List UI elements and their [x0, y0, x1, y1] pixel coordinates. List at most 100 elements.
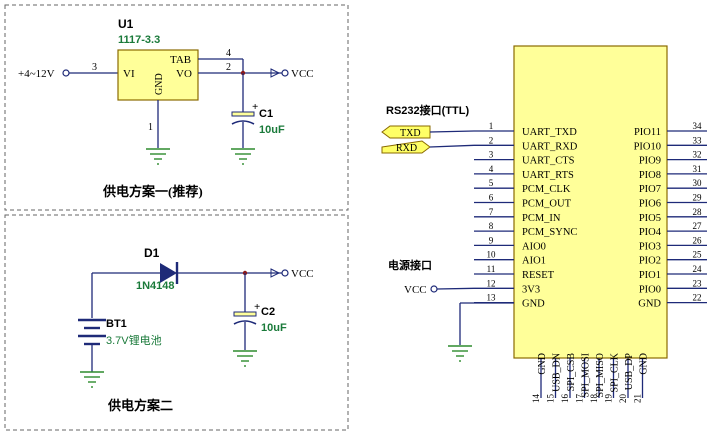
- bottom-pin-number: 15: [546, 394, 556, 404]
- left-pin-name: AIO0: [522, 241, 546, 252]
- left-pin-column: 1UART_TXD2UART_RXD3UART_CTS4UART_RTS5PCM…: [429, 121, 578, 310]
- right-pin-number: 23: [693, 278, 703, 288]
- ground-symbol-4: [233, 350, 257, 367]
- right-pin-name: PIO2: [639, 256, 661, 267]
- scheme2-title: 供电方案二: [107, 398, 173, 413]
- right-pin-name: PIO11: [634, 127, 661, 138]
- u1-ref: U1: [118, 17, 134, 31]
- right-pin-name: PIO7: [639, 184, 661, 195]
- c1-plate-top: [231, 111, 255, 117]
- wire-rxd: [429, 144, 475, 148]
- vcc-terminal-3: [430, 285, 438, 293]
- bottom-pin-number: 20: [618, 394, 628, 404]
- right-pin-number: 27: [693, 221, 703, 231]
- u1-pin-vo: VO: [176, 68, 192, 80]
- wire-txd: [429, 130, 475, 133]
- vcc-terminal-1: [281, 69, 289, 77]
- left-pin-number: 3: [489, 150, 494, 160]
- right-pin-column: 34PIO1133PIO1032PIO931PIO830PIO729PIO628…: [634, 121, 707, 310]
- left-pin-name: UART_CTS: [522, 156, 575, 167]
- u1-pin-vi: VI: [123, 68, 135, 80]
- bottom-pin-number: 18: [589, 394, 599, 404]
- left-pin-name: UART_RXD: [522, 141, 578, 152]
- scheme2-frame: [4, 214, 349, 431]
- module-group: RS232接口(TTL) TXD RXD 电源接口 VCC 1UART_TXD2…: [381, 45, 707, 403]
- bottom-pin-name: SPI_CLK: [610, 352, 621, 392]
- c1-value: 10uF: [259, 124, 285, 136]
- ground-symbol-3: [80, 371, 104, 388]
- right-pin-number: 32: [693, 150, 702, 160]
- right-pin-number: 25: [693, 250, 703, 260]
- bottom-pin-number: 17: [575, 394, 585, 404]
- left-pin-name: AIO1: [522, 256, 546, 267]
- bottom-pin-name: SPI_MISO: [595, 353, 606, 397]
- bottom-pin-row: GND14USB_DN15SPI_CSB16SPI_MOSI17SPI_MISO…: [531, 352, 650, 403]
- right-pin-name: GND: [638, 299, 661, 310]
- power-title: 电源接口: [388, 258, 432, 272]
- right-pin-name: PIO1: [639, 270, 661, 281]
- vcc-label-2: VCC: [291, 268, 314, 280]
- u1-part: 1117-3.3: [118, 34, 160, 46]
- right-pin-number: 28: [693, 207, 703, 217]
- left-pin-number: 4: [489, 164, 494, 174]
- left-pin-number: 12: [487, 278, 496, 288]
- bottom-pin-name: USB_DP: [624, 353, 635, 391]
- left-pin-name: PCM_SYNC: [522, 227, 577, 238]
- bottom-pin-name: SPI_MOSI: [581, 353, 592, 397]
- right-pin-name: PIO9: [639, 156, 661, 167]
- left-pin-number: 9: [489, 235, 494, 245]
- diode-d1: [160, 263, 177, 283]
- vcc-arrow-2: [270, 268, 281, 278]
- wire-vcc-3v3: [436, 287, 475, 290]
- left-pin-name: 3V3: [522, 284, 540, 295]
- bt1-value: 3.7V锂电池: [106, 333, 162, 347]
- right-pin-name: PIO0: [639, 284, 661, 295]
- bottom-pin-number: 21: [633, 394, 643, 403]
- rxd-port-label: RXD: [396, 143, 417, 154]
- u1-pin-tab: TAB: [170, 54, 191, 66]
- scheme1-group: +4~12V 3 U1 1117-3.3 VI TAB VO GND 4 2 V…: [18, 17, 314, 199]
- u1-pin3-number: 3: [92, 62, 97, 73]
- bottom-pin-number: 16: [560, 394, 570, 404]
- right-pin-number: 22: [693, 293, 702, 303]
- right-pin-number: 33: [693, 135, 703, 145]
- left-pin-name: PCM_OUT: [522, 199, 572, 210]
- left-pin-number: 5: [489, 178, 494, 188]
- c2-plate-top: [233, 311, 257, 317]
- c2-plate-bottom: [233, 320, 257, 325]
- rs232-title: RS232接口(TTL): [386, 103, 469, 117]
- right-pin-number: 29: [693, 193, 703, 203]
- right-pin-name: PIO4: [639, 227, 662, 238]
- right-pin-number: 34: [693, 121, 703, 131]
- left-pin-name: PCM_CLK: [522, 184, 571, 195]
- left-pin-number: 11: [487, 264, 496, 274]
- bottom-pin-name: SPI_CSB: [566, 353, 577, 392]
- vcc-arrow-1: [270, 68, 281, 78]
- right-pin-number: 24: [693, 264, 703, 274]
- right-pin-number: 31: [693, 164, 702, 174]
- vcc-label-3: VCC: [404, 284, 427, 296]
- scheme2-group: D1 1N4148 VCC BT1 3.7V锂电池 + C2 10uF: [78, 246, 314, 413]
- vcc-terminal-2: [281, 269, 289, 277]
- txd-port-label: TXD: [400, 128, 421, 139]
- bottom-pin-number: 14: [531, 394, 541, 404]
- scheme1-title: 供电方案一(推荐): [102, 184, 203, 199]
- u1-pin1-number: 1: [148, 122, 153, 133]
- bottom-pin-name: GND: [537, 353, 548, 375]
- right-pin-name: PIO8: [639, 170, 661, 181]
- c2-value: 10uF: [261, 322, 287, 334]
- left-pin-number: 8: [489, 221, 494, 231]
- d1-part: 1N4148: [136, 280, 175, 292]
- left-pin-name: GND: [522, 299, 545, 310]
- right-pin-name: PIO10: [634, 141, 661, 152]
- right-pin-name: PIO3: [639, 241, 661, 252]
- left-pin-number: 2: [489, 135, 494, 145]
- input-voltage-label: +4~12V: [18, 68, 55, 80]
- bt1-ref: BT1: [106, 318, 127, 330]
- c1-plus: +: [252, 101, 258, 113]
- u1-pin4-number: 4: [226, 48, 231, 59]
- left-pin-number: 13: [487, 293, 497, 303]
- left-pin-name: UART_TXD: [522, 127, 577, 138]
- d1-ref: D1: [144, 246, 160, 260]
